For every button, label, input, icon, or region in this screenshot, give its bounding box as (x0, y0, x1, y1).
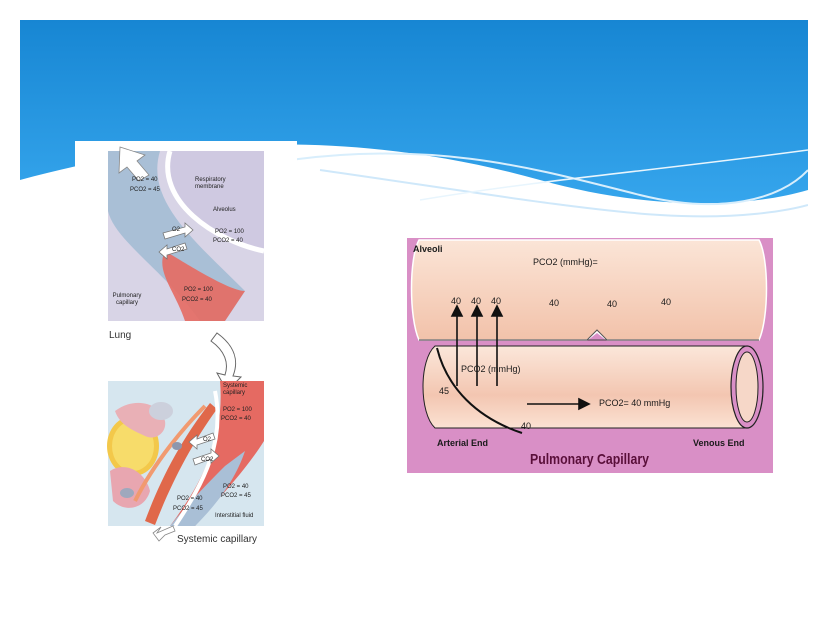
pco2-out-label: PCO2 = 40 (182, 297, 212, 303)
pco2-result-label: PCO2= 40 mmHg (599, 398, 671, 408)
alveolar-value: 40 (661, 297, 672, 307)
alveolar-value: 40 (549, 298, 560, 308)
po2-out-bottom-label: PO2 = 40 (177, 496, 203, 502)
value-45-label: 45 (439, 386, 450, 396)
po2-out-label: PO2 = 100 (184, 287, 213, 293)
pco2-tissue-label: PCO2 = 45 (221, 493, 251, 499)
systemic-capillary-caption: Systemic capillary (177, 534, 258, 545)
alveolar-value: 40 (471, 296, 482, 306)
interstitial-fluid-label: Interstitial fluid (215, 513, 254, 519)
pco2-alveolus-label: PCO2 = 40 (213, 238, 243, 244)
lung-caption: Lung (109, 330, 132, 341)
o2-arrow-label: O2 (172, 227, 181, 233)
value-40-label: 40 (521, 421, 532, 431)
arterial-end-label: Arterial End (437, 438, 489, 448)
pco2-header-label: PCO2 (mmHg)= (533, 257, 598, 267)
po2-blood-label: PO2 = 40 (132, 177, 158, 183)
pulmonary-capillary-title: Pulmonary Capillary (530, 451, 649, 468)
gas-exchange-illustration: PO2 = 40 PCO2 = 45 Respiratory membrane … (75, 141, 297, 566)
pulmonary-capillary-label: Pulmonary capillary (112, 293, 142, 306)
po2-alveolus-label: PO2 = 100 (215, 229, 244, 235)
pco2-blood-label: PCO2 = 45 (130, 187, 160, 193)
pco2-blood-label: PCO2 (mmHg) (461, 364, 521, 374)
respiratory-membrane-label: Respiratory membrane (195, 177, 226, 190)
o2-bottom-arrow-label: O2 (203, 437, 212, 443)
pco2-in-label: PCO2 = 40 (221, 416, 251, 422)
alveoli-label: Alveoli (413, 244, 443, 254)
alveolar-value: 40 (451, 296, 462, 306)
po2-in-label: PO2 = 100 (223, 407, 252, 413)
alveolar-value: 40 (607, 299, 618, 309)
co2-arrow-label: CO2 (172, 247, 185, 253)
venous-end-label: Venous End (693, 438, 745, 448)
pco2-out-bottom-label: PCO2 = 45 (173, 506, 203, 512)
po2-tissue-label: PO2 = 40 (223, 484, 249, 490)
systemic-capillary-label: Systemic capillary (223, 383, 248, 396)
pulmonary-capillary-diagram: Alveoli PCO2 (mmHg)= 40 40 40 40 40 40 P… (407, 238, 773, 473)
alveolar-value: 40 (491, 296, 502, 306)
co2-bottom-arrow-label: CO2 (201, 457, 214, 463)
alveolus-label: Alveolus (213, 207, 236, 213)
